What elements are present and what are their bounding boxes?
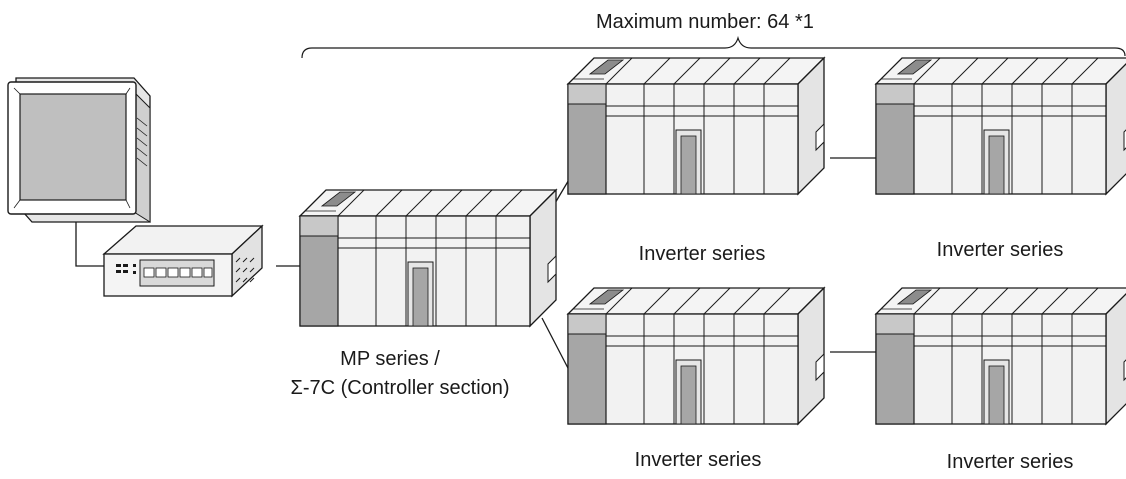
controller-plc-icon [299, 189, 557, 327]
inverter-label-4: Inverter series [946, 451, 1074, 473]
ethernet-hub-icon [102, 224, 264, 298]
max-count-brace [301, 35, 1126, 59]
inverter-plc-icon-3 [567, 287, 825, 425]
inverter-plc-icon-2 [875, 57, 1126, 195]
inverter-label-1: Inverter series [638, 243, 766, 265]
inverter-label-2: Inverter series [936, 239, 1064, 261]
controller-label-line2: Σ-7C (Controller section) [290, 377, 510, 399]
controller-label-line1: MP series / [340, 348, 440, 370]
hmi-touch-panel-icon [7, 77, 151, 223]
max-number-label: Maximum number: 64 *1 [596, 11, 814, 33]
inverter-label-3: Inverter series [634, 449, 762, 471]
inverter-plc-icon-1 [567, 57, 825, 195]
inverter-plc-icon-4 [875, 287, 1126, 425]
